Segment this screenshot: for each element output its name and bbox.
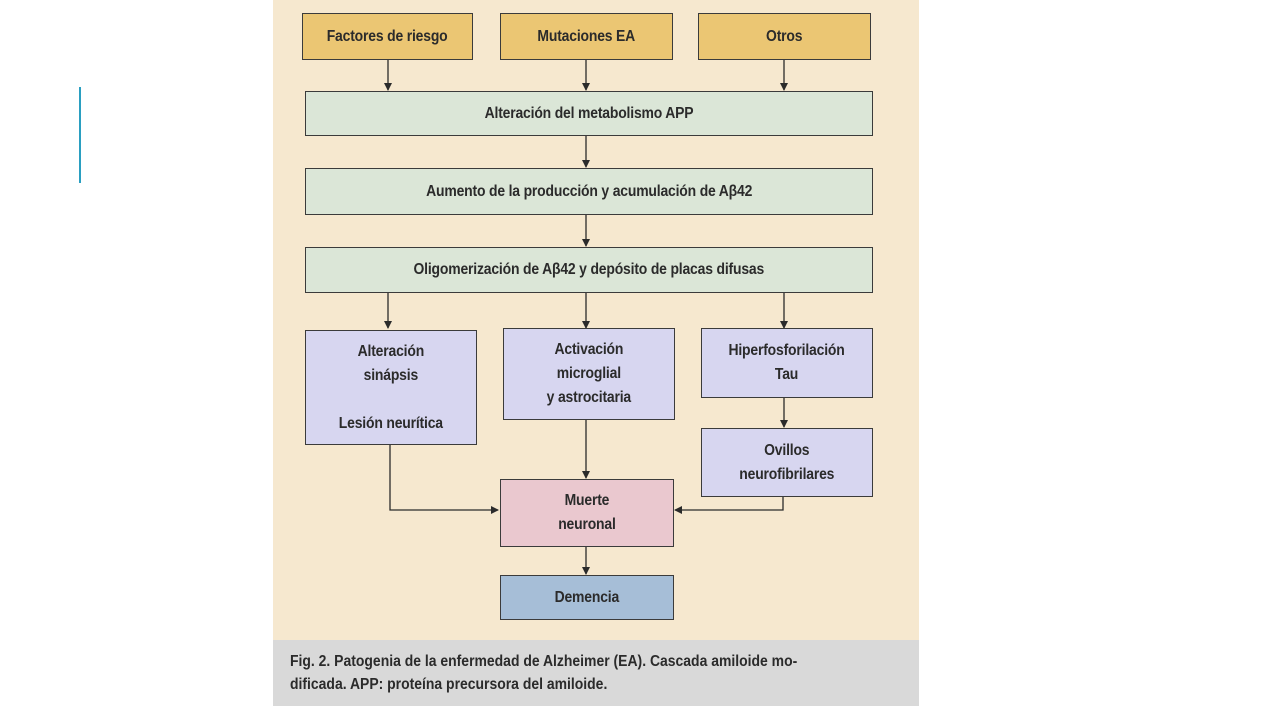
node-risk-factors: Factores de riesgo — [302, 13, 473, 60]
figure-caption-band: Fig. 2. Patogenia de la enfermedad de Al… — [273, 640, 919, 706]
flow-arrows — [384, 60, 788, 575]
accent-line — [79, 87, 81, 183]
caption-line-2: dificada. APP: proteína precursora del a… — [290, 676, 608, 693]
arrow-tangles-death — [674, 497, 784, 514]
caption-line-1: Fig. 2. Patogenia de la enfermedad de Al… — [290, 653, 798, 670]
node-neurofibrillary-tangles: Ovillos neurofibrilares — [701, 428, 873, 497]
node-tau-hyperphosphorylation: Hiperfosforilación Tau — [701, 328, 873, 398]
node-app-metabolism: Alteración del metabolismo APP — [305, 91, 873, 136]
node-others: Otros — [698, 13, 871, 60]
node-microglial-activation: Activación microglial y astrocitaria — [503, 328, 675, 420]
node-oligomerization: Oligomerización de Aβ42 y depósito de pl… — [305, 247, 873, 293]
figure-caption: Fig. 2. Patogenia de la enfermedad de Al… — [290, 650, 910, 696]
node-abeta-production: Aumento de la producción y acumulación d… — [305, 168, 873, 215]
arrow-synapse-death — [389, 445, 499, 514]
node-neuronal-death: Muerte neuronal — [500, 479, 674, 547]
node-synapse-alteration: Alteración sinápsis Lesión neurítica — [305, 330, 477, 445]
node-ea-mutations: Mutaciones EA — [500, 13, 673, 60]
node-dementia: Demencia — [500, 575, 674, 620]
alzheimer-pathogenesis-figure: Factores de riesgo Mutaciones EA Otros A… — [273, 0, 919, 706]
